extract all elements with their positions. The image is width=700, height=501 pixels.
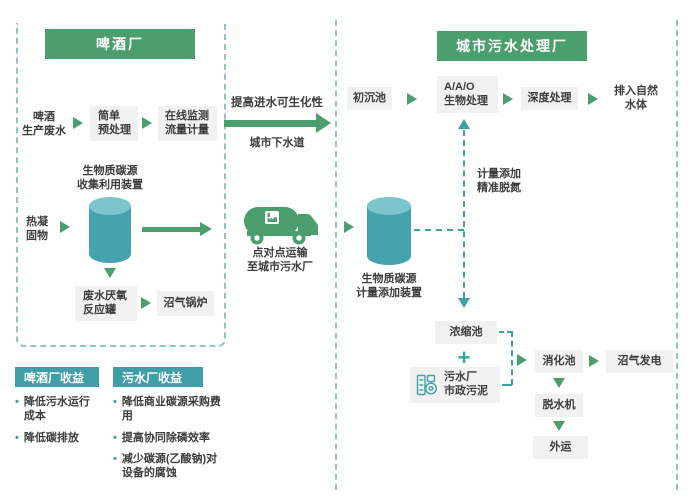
thickener-box: 浓缩池 (435, 321, 497, 344)
arrow-right-icon (503, 93, 513, 105)
dosing-note-label: 计量添加 精准脱氮 (477, 168, 521, 195)
list-item: • 降低商业碳源采购费用 (113, 395, 221, 424)
benefit-text: 降低污水运行成本 (23, 396, 90, 423)
biogas-power-box: 沼气发电 (606, 350, 673, 373)
biogas-boiler-label: 沼气锅炉 (163, 296, 208, 309)
brewery-header: 啤酒厂 (45, 29, 195, 59)
thermal-solids-label: 热凝 固物 (26, 216, 48, 243)
arrow-down-icon (104, 268, 116, 278)
divider-dashed-line-right (676, 20, 678, 490)
municipal-sludge-box: 污水厂 市政污泥 (410, 367, 500, 403)
thickener-connector-dash-h (499, 331, 512, 333)
bullet-dot-icon: • (15, 431, 19, 444)
list-item: • 减少碳源(乙酸钠)对设备的腐蚀 (113, 452, 221, 481)
wwtp-benefits-title: 污水厂收益 (122, 370, 183, 385)
bullet-dot-icon: • (15, 396, 19, 408)
arrow-down-icon (553, 421, 565, 431)
benefit-text: 降低碳排放 (23, 431, 79, 444)
brewery-benefits-header: 啤酒厂收益 (15, 367, 99, 387)
digester-box: 消化池 (535, 350, 583, 373)
main-pipe-arrow-head-icon (316, 113, 331, 133)
anaerobic-tank-label: 废水厌氧 反应罐 (83, 289, 127, 316)
bullet-dot-icon: • (113, 431, 117, 444)
arrow-right-icon (73, 117, 83, 129)
advanced-treatment-label: 深度处理 (527, 91, 572, 104)
arrow-right-icon (141, 297, 151, 309)
dosing-device-label: 生物质碳源 计量添加装置 (356, 273, 422, 300)
pretreatment-box: 简单 预处理 (90, 106, 138, 141)
brewery-title: 啤酒厂 (96, 36, 144, 52)
tank-to-truck-arrow-shaft (142, 227, 200, 232)
online-monitoring-label: 在线监测 流量计量 (165, 109, 209, 136)
aao-treatment-box: A/A/O 生物处理 (437, 76, 498, 113)
wwtp-header: 城市污水处理厂 (437, 31, 587, 61)
bullet-dot-icon: • (113, 396, 117, 408)
improve-biodegradability-label: 提高进水可生化性 (231, 97, 323, 109)
brewery-dashed-frame (16, 23, 226, 347)
biogas-boiler-box: 沼气锅炉 (157, 291, 214, 316)
plus-sign: + (457, 345, 471, 370)
outbound-label: 外运 (549, 440, 572, 453)
online-monitoring-box: 在线监测 流量计量 (158, 106, 217, 141)
benefit-text: 提高协同除磷效率 (121, 431, 210, 444)
outbound-box: 外运 (533, 436, 588, 459)
anaerobic-tank-box: 废水厌氧 反应罐 (75, 286, 137, 321)
digester-label: 消化池 (542, 354, 576, 367)
thickener-label: 浓缩池 (449, 325, 483, 338)
list-item: • 提高协同除磷效率 (113, 431, 221, 445)
pretreatment-label: 简单 预处理 (98, 109, 131, 136)
municipal-sludge-label: 污水厂 市政污泥 (444, 371, 488, 397)
dewatering-label: 脱水机 (542, 398, 576, 411)
dosing-tank-cylinder-icon (367, 197, 411, 265)
arrow-right-icon (344, 221, 354, 233)
divider-dashed-line-mid (335, 20, 337, 490)
biogas-power-label: 沼气发电 (617, 354, 662, 367)
list-item: • 降低碳排放 (15, 431, 97, 445)
primary-tank-box: 初沉池 (347, 87, 392, 110)
discharge-label: 排入自然 水体 (614, 85, 658, 112)
dosing-arrow-up-icon (458, 119, 470, 129)
tanker-truck-icon (244, 207, 318, 245)
dosing-arrow-down-icon (458, 298, 470, 308)
wwtp-benefits-header: 污水厂收益 (113, 367, 203, 387)
arrow-down-icon (553, 378, 565, 388)
advanced-treatment-box: 深度处理 (521, 87, 578, 110)
brewery-wastewater-label: 啤酒 生产废水 (22, 111, 66, 138)
arrow-right-icon (589, 355, 599, 367)
wwtp-title: 城市污水处理厂 (456, 38, 568, 54)
carbon-collect-device-label: 生物质碳源 收集利用装置 (77, 165, 143, 192)
arrow-right-icon (60, 221, 70, 233)
brewery-benefits-title: 啤酒厂收益 (24, 370, 85, 385)
arrow-right-icon (407, 93, 417, 105)
sludge-plant-icon (416, 374, 438, 396)
sludge-connector-dash-v (511, 331, 513, 385)
sludge-connector-dash-h (502, 384, 512, 386)
dosing-dashed-line-horizontal (414, 229, 464, 231)
carbon-tank-cylinder-icon (89, 197, 131, 263)
list-item: • 降低污水运行成本 (15, 395, 97, 424)
truck-transport-label: 点对点运输 至城市污水厂 (247, 247, 313, 274)
dewatering-box: 脱水机 (535, 394, 583, 417)
arrow-right-icon (142, 117, 152, 129)
arrow-right-icon (588, 93, 598, 105)
main-pipe-arrow-shaft (224, 120, 316, 127)
dosing-dashed-line-vertical (463, 130, 465, 298)
bullet-dot-icon: • (113, 452, 117, 465)
benefit-text: 降低商业碳源采购费用 (121, 396, 221, 423)
aao-treatment-label: A/A/O 生物处理 (444, 80, 488, 107)
benefit-text: 减少碳源(乙酸钠)对设备的腐蚀 (121, 452, 218, 480)
city-sewer-label: 城市下水道 (249, 137, 305, 149)
primary-tank-label: 初沉池 (353, 91, 386, 104)
brewery-benefits-list: • 降低污水运行成本 • 降低碳排放 (15, 395, 97, 452)
arrow-right-icon (517, 354, 527, 366)
tank-to-truck-arrow-head-icon (200, 222, 212, 236)
wwtp-benefits-list: • 降低商业碳源采购费用 • 提高协同除磷效率 • 减少碳源(乙酸钠)对设备的腐… (113, 395, 221, 487)
